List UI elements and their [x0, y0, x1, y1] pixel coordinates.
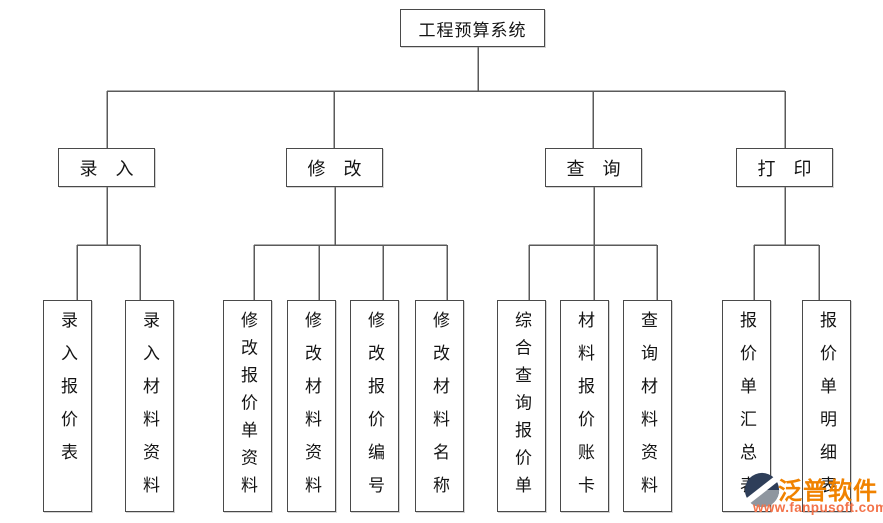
watermark-url-text: www.fanpusoft.com — [753, 500, 883, 515]
fanpu-logo-icon — [744, 472, 780, 508]
leaf-modify-quote-number: 修改报价编号 — [350, 300, 399, 512]
leaf-label: 报价单汇总表 — [737, 311, 756, 509]
leaf-quote-detail-table: 报价单明细表 — [802, 300, 851, 512]
leaf-label: 修改报价编号 — [365, 311, 384, 509]
leaf-label: 修改报价单资料 — [238, 311, 257, 504]
leaf-label: 综合查询报价单 — [512, 311, 531, 504]
node-print: 打 印 — [736, 148, 833, 187]
leaf-label: 材料报价账卡 — [575, 311, 594, 509]
leaf-label: 修改材料名称 — [430, 311, 449, 509]
node-label: 查 询 — [566, 158, 621, 179]
node-label: 打 印 — [757, 158, 812, 179]
node-label: 工程预算系统 — [418, 20, 527, 40]
leaf-label: 报价单明细表 — [817, 311, 836, 509]
node-label: 录 入 — [79, 158, 134, 179]
node-project-budget-system: 工程预算系统 — [400, 9, 545, 47]
leaf-label: 修改材料资料 — [302, 311, 321, 509]
node-entry: 录 入 — [58, 148, 155, 187]
watermark-brand-text: 泛普软件 — [778, 478, 878, 505]
leaf-comprehensive-query-quote: 综合查询报价单 — [497, 300, 546, 512]
leaf-modify-material-name: 修改材料名称 — [415, 300, 464, 512]
node-modify: 修 改 — [286, 148, 383, 187]
leaf-modify-material-data: 修改材料资料 — [287, 300, 336, 512]
leaf-modify-quote-sheet-data: 修改报价单资料 — [223, 300, 272, 512]
node-label: 修 改 — [307, 158, 362, 179]
leaf-label: 查询材料资料 — [638, 311, 657, 509]
leaf-query-material-data: 查询材料资料 — [623, 300, 672, 512]
node-query: 查 询 — [545, 148, 642, 187]
leaf-entry-quote-form: 录入报价表 — [43, 300, 92, 512]
leaf-label: 录入材料资料 — [140, 311, 159, 509]
leaf-entry-material-data: 录入材料资料 — [125, 300, 174, 512]
leaf-material-quote-ledger: 材料报价账卡 — [560, 300, 609, 512]
leaf-label: 录入报价表 — [58, 311, 77, 476]
